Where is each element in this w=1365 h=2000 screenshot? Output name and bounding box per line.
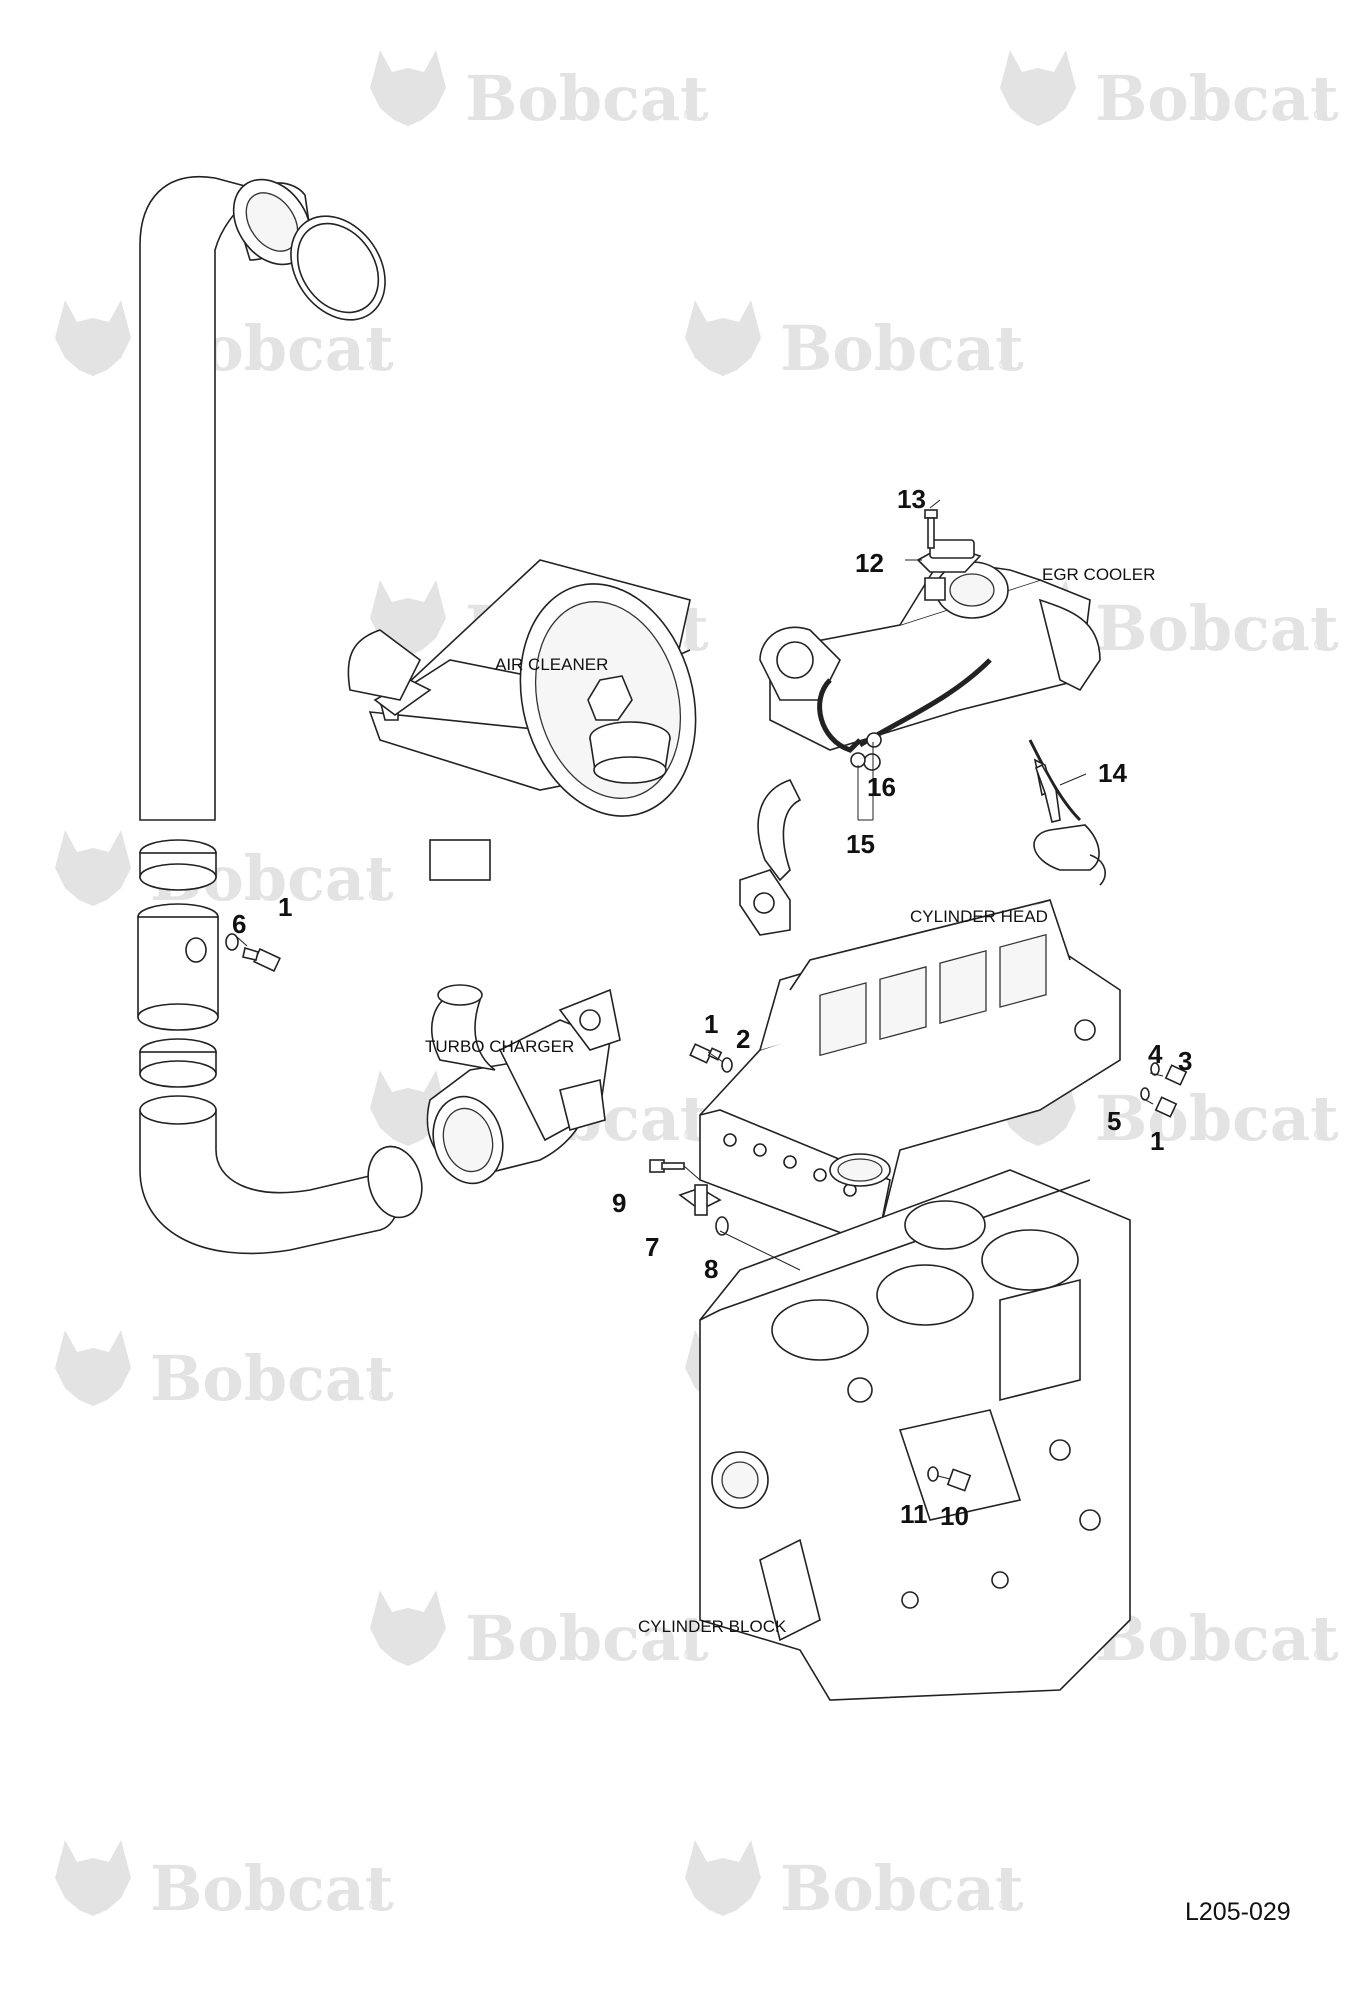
callout-3: 3 [1178,1046,1192,1076]
sensor-part-15 [850,752,866,768]
callout-7: 7 [645,1232,659,1262]
watermark-registered-mark: ® [682,1645,698,1664]
watermark-registered-mark: ® [682,1125,698,1144]
callout-8: 8 [704,1254,718,1284]
sensor-part-16 [866,732,882,748]
turbo-charger-assembly [426,984,621,1185]
watermark-registered-mark: ® [682,635,698,654]
watermark-registered-mark: ® [1312,105,1328,124]
label-cylinder-block: CYLINDER BLOCK [638,1617,787,1636]
callout-1-right: 1 [1150,1126,1164,1156]
watermark-wordmark: Bobcat [1095,1602,1339,1675]
cylinder-head-assembly [699,899,1121,1241]
watermark-registered-mark: ® [682,105,698,124]
intake-elbow-hose [139,175,386,821]
callout-5: 5 [1107,1106,1121,1136]
watermark-registered-mark: ® [997,355,1013,374]
callout-6: 6 [232,909,246,939]
callout-9: 9 [612,1188,626,1218]
sensor-part-10 [946,1468,972,1492]
watermark-logo: Bobcat® [55,1330,394,1415]
callout-1-head: 1 [704,1009,718,1039]
hose-clamps-left [139,839,217,1088]
sensor-part-1-right [1154,1096,1178,1118]
watermark-registered-mark: ® [367,355,383,374]
sensor-tube [137,903,219,1031]
watermark-logo: Bobcat® [55,830,394,915]
callout-10: 10 [940,1501,969,1531]
o-ring-4 [1150,1062,1160,1076]
watermark-registered-mark: ® [997,1895,1013,1914]
watermark-logo: Bobcat® [55,1840,394,1925]
callout-1-tube: 1 [278,892,292,922]
watermark-logo: Bobcat® [685,1840,1024,1925]
watermark-logo: Bobcat® [1000,580,1339,665]
sensor-part-3 [1164,1064,1188,1086]
watermark-wordmark: Bobcat [780,1852,1024,1925]
watermark-logo: Bobcat® [685,300,1024,385]
watermark-wordmark: Bobcat [780,312,1024,385]
watermark-wordmark: Bobcat [1095,1082,1339,1155]
sensor-part-1-head [689,1043,723,1064]
callout-15: 15 [846,829,875,859]
cylinder-block-assembly [699,1169,1131,1701]
watermark-wordmark: Bobcat [465,1602,709,1675]
callout-13: 13 [897,484,926,514]
watermark-registered-mark: ® [1312,635,1328,654]
callout-2: 2 [736,1024,750,1054]
watermark-logo: Bobcat® [1000,1590,1339,1675]
callout-12: 12 [855,548,884,578]
label-air-cleaner: AIR CLEANER [495,655,608,674]
label-turbo-charger: TURBO CHARGER [425,1037,574,1056]
figure-reference: L205-029 [1185,1898,1291,1926]
egr-cooler-assembly [739,559,1106,936]
watermark-logo: Bobcat® [370,1590,709,1675]
bracket-bolt [924,509,938,549]
leader-lines [236,499,1164,1480]
callout-14: 14 [1098,758,1127,788]
watermark-wordmark: Bobcat [1095,592,1339,665]
watermark-wordmark: Bobcat [465,62,709,135]
watermark-wordmark: Bobcat [1095,62,1339,135]
washer-2 [721,1057,733,1073]
watermark-registered-mark: ® [367,1895,383,1914]
watermark-registered-mark: ® [367,1385,383,1404]
watermark-registered-mark: ® [1312,1125,1328,1144]
label-egr-cooler: EGR COOLER [1042,565,1155,584]
label-cylinder-head: CYLINDER HEAD [910,907,1048,926]
callout-4: 4 [1148,1039,1163,1069]
bolt-9 [649,1159,685,1173]
watermark-wordmark: Bobcat [150,1852,394,1925]
gasket-8 [715,1216,729,1236]
callout-11: 11 [900,1499,928,1529]
speed-sensor-14 [1035,763,1061,823]
sensor-part-1-tube [242,946,281,973]
o-ring-6 [225,933,239,951]
turbo-clamp [367,1145,423,1219]
watermark-layer: Bobcat®Bobcat®Bobcat®Bobcat®Bobcat®Bobca… [55,50,1339,1925]
sensor-part-7 [678,1184,722,1216]
watermark-registered-mark: ® [1312,1645,1328,1664]
callout-16: 16 [867,772,896,802]
air-cleaner-assembly [347,559,697,881]
watermark-logo: Bobcat® [370,50,709,135]
watermark-wordmark: Bobcat [150,1342,394,1415]
watermark-logo: Bobcat® [1000,1070,1339,1155]
watermark-logo: Bobcat® [1000,50,1339,135]
o-ring-11 [927,1466,939,1482]
egr-sensor-bracket [916,539,982,601]
watermark-registered-mark: ® [367,885,383,904]
